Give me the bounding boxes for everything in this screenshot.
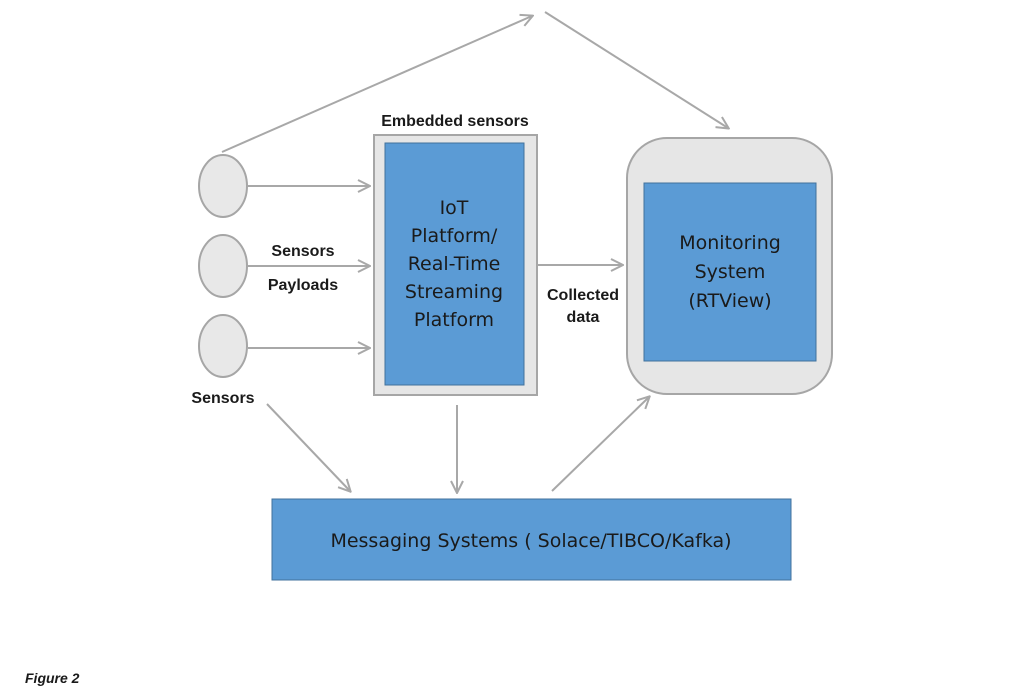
arrow-sensors-to-messaging: [266, 403, 350, 491]
sensor-circle-3: [198, 314, 248, 378]
collected-data-label-line1: Collected: [547, 287, 619, 304]
iot-platform-box: [384, 142, 525, 386]
monitoring-box-line-3: (RTView): [688, 290, 771, 312]
sensors-label: Sensors: [191, 390, 254, 407]
iot-box-line-4: Streaming: [405, 281, 503, 303]
iot-box-line-1: IoT: [440, 197, 469, 219]
figure-caption: Figure 2: [25, 670, 80, 686]
sensor-circle-1: [198, 154, 248, 218]
sensors-payloads-label-line1: Sensors: [271, 243, 334, 260]
monitoring-box-line-1: Monitoring: [679, 232, 781, 254]
arrow-messaging-to-monitoring: [551, 397, 649, 492]
messaging-systems-label: Messaging Systems ( Solace/TIBCO/Kafka): [330, 530, 731, 552]
collected-data-label-line2: data: [567, 309, 600, 326]
iot-box-line-2: Platform/: [411, 225, 498, 247]
arrow-sensors-to-apex: [221, 16, 532, 153]
arrow-apex-to-monitoring: [544, 11, 728, 128]
messaging-systems-box: [271, 498, 792, 581]
embedded-sensors-label: Embedded sensors: [381, 113, 529, 130]
iot-box-line-5: Platform: [414, 309, 494, 331]
sensors-payloads-label-line2: Payloads: [268, 277, 338, 294]
monitoring-system-box: [643, 182, 817, 362]
iot-box-line-3: Real-Time: [408, 253, 501, 275]
monitoring-box-line-2: System: [695, 261, 766, 283]
sensor-circle-2: [198, 234, 248, 298]
